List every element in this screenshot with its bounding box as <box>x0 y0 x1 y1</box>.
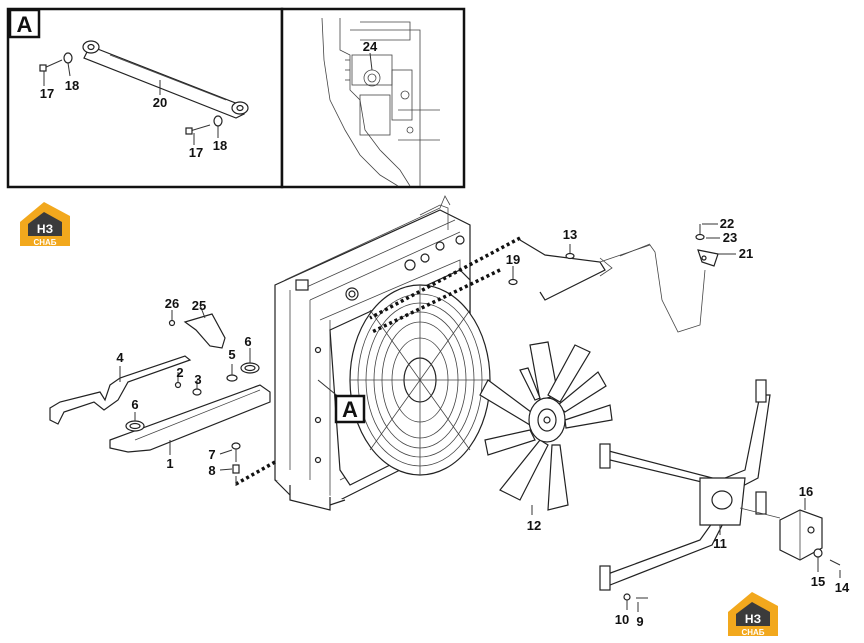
detail-panel-a: A 17 18 <box>6 7 284 189</box>
callout-20: 20 <box>153 95 167 110</box>
callout-4: 4 <box>116 350 124 365</box>
callout-23: 23 <box>723 230 737 245</box>
detail-label-a: A <box>17 12 33 37</box>
callout-18: 18 <box>65 78 79 93</box>
callout-21: 21 <box>739 246 753 261</box>
callout-3: 3 <box>194 372 201 387</box>
callout-5: 5 <box>228 347 235 362</box>
fan-frame-11 <box>599 379 781 591</box>
washer-15-bolt-14 <box>623 548 841 612</box>
callout-9: 9 <box>636 614 643 629</box>
callout-18: 18 <box>213 138 227 153</box>
detail-label-box <box>8 8 41 39</box>
plate-1 <box>109 384 271 455</box>
bolt-17-lower <box>185 124 211 145</box>
fan-12 <box>479 341 613 515</box>
bolt-17-upper <box>39 59 63 86</box>
callout-26: 26 <box>165 296 179 311</box>
callout-6: 6 <box>131 397 138 412</box>
fan-shroud <box>329 269 491 486</box>
logo-top: НЗ СНАБ <box>20 202 70 247</box>
callout-8: 8 <box>208 463 215 478</box>
callout-17: 17 <box>40 86 54 101</box>
washer-18-lower <box>213 115 223 138</box>
callout-14: 14 <box>835 580 850 595</box>
detail-marker-a-label: A <box>342 397 358 422</box>
motor-16 <box>779 498 823 561</box>
callout-1: 1 <box>166 456 173 471</box>
logo-text-bottom: СНАБ <box>741 628 764 637</box>
callout-19: 19 <box>506 252 520 267</box>
callout-6: 6 <box>244 334 251 349</box>
callout-11: 11 <box>713 536 727 551</box>
detail-marker-a: A <box>317 379 366 424</box>
logo-bottom: НЗ СНАБ <box>728 592 778 637</box>
callout-16: 16 <box>799 484 813 499</box>
callout-7: 7 <box>208 447 215 462</box>
sensor-cable <box>508 223 736 333</box>
callout-10: 10 <box>615 612 629 627</box>
dashed-guide-bottom <box>235 460 276 486</box>
callout-25: 25 <box>192 298 206 313</box>
dashed-guide-upper <box>369 236 521 320</box>
tie-rod-20 <box>82 40 249 119</box>
logo-text-top: НЗ <box>37 222 53 236</box>
logo-text-bottom: СНАБ <box>33 238 56 247</box>
logo-text-top: НЗ <box>745 612 761 626</box>
callout-22: 22 <box>720 216 734 231</box>
callout-13: 13 <box>563 227 577 242</box>
callout-17: 17 <box>189 145 203 160</box>
callout-15: 15 <box>811 574 825 589</box>
bolt-7-spacer-8 <box>219 442 241 486</box>
detail-panel-sensor: 24 <box>280 7 466 189</box>
parts-2-3-5-6 <box>125 348 260 432</box>
bracket-25 <box>168 304 226 349</box>
seal-strip-4 <box>49 355 192 425</box>
callout-2: 2 <box>176 365 183 380</box>
callout-24: 24 <box>363 39 378 54</box>
callout-12: 12 <box>527 518 541 533</box>
washer-18-upper <box>63 52 73 77</box>
